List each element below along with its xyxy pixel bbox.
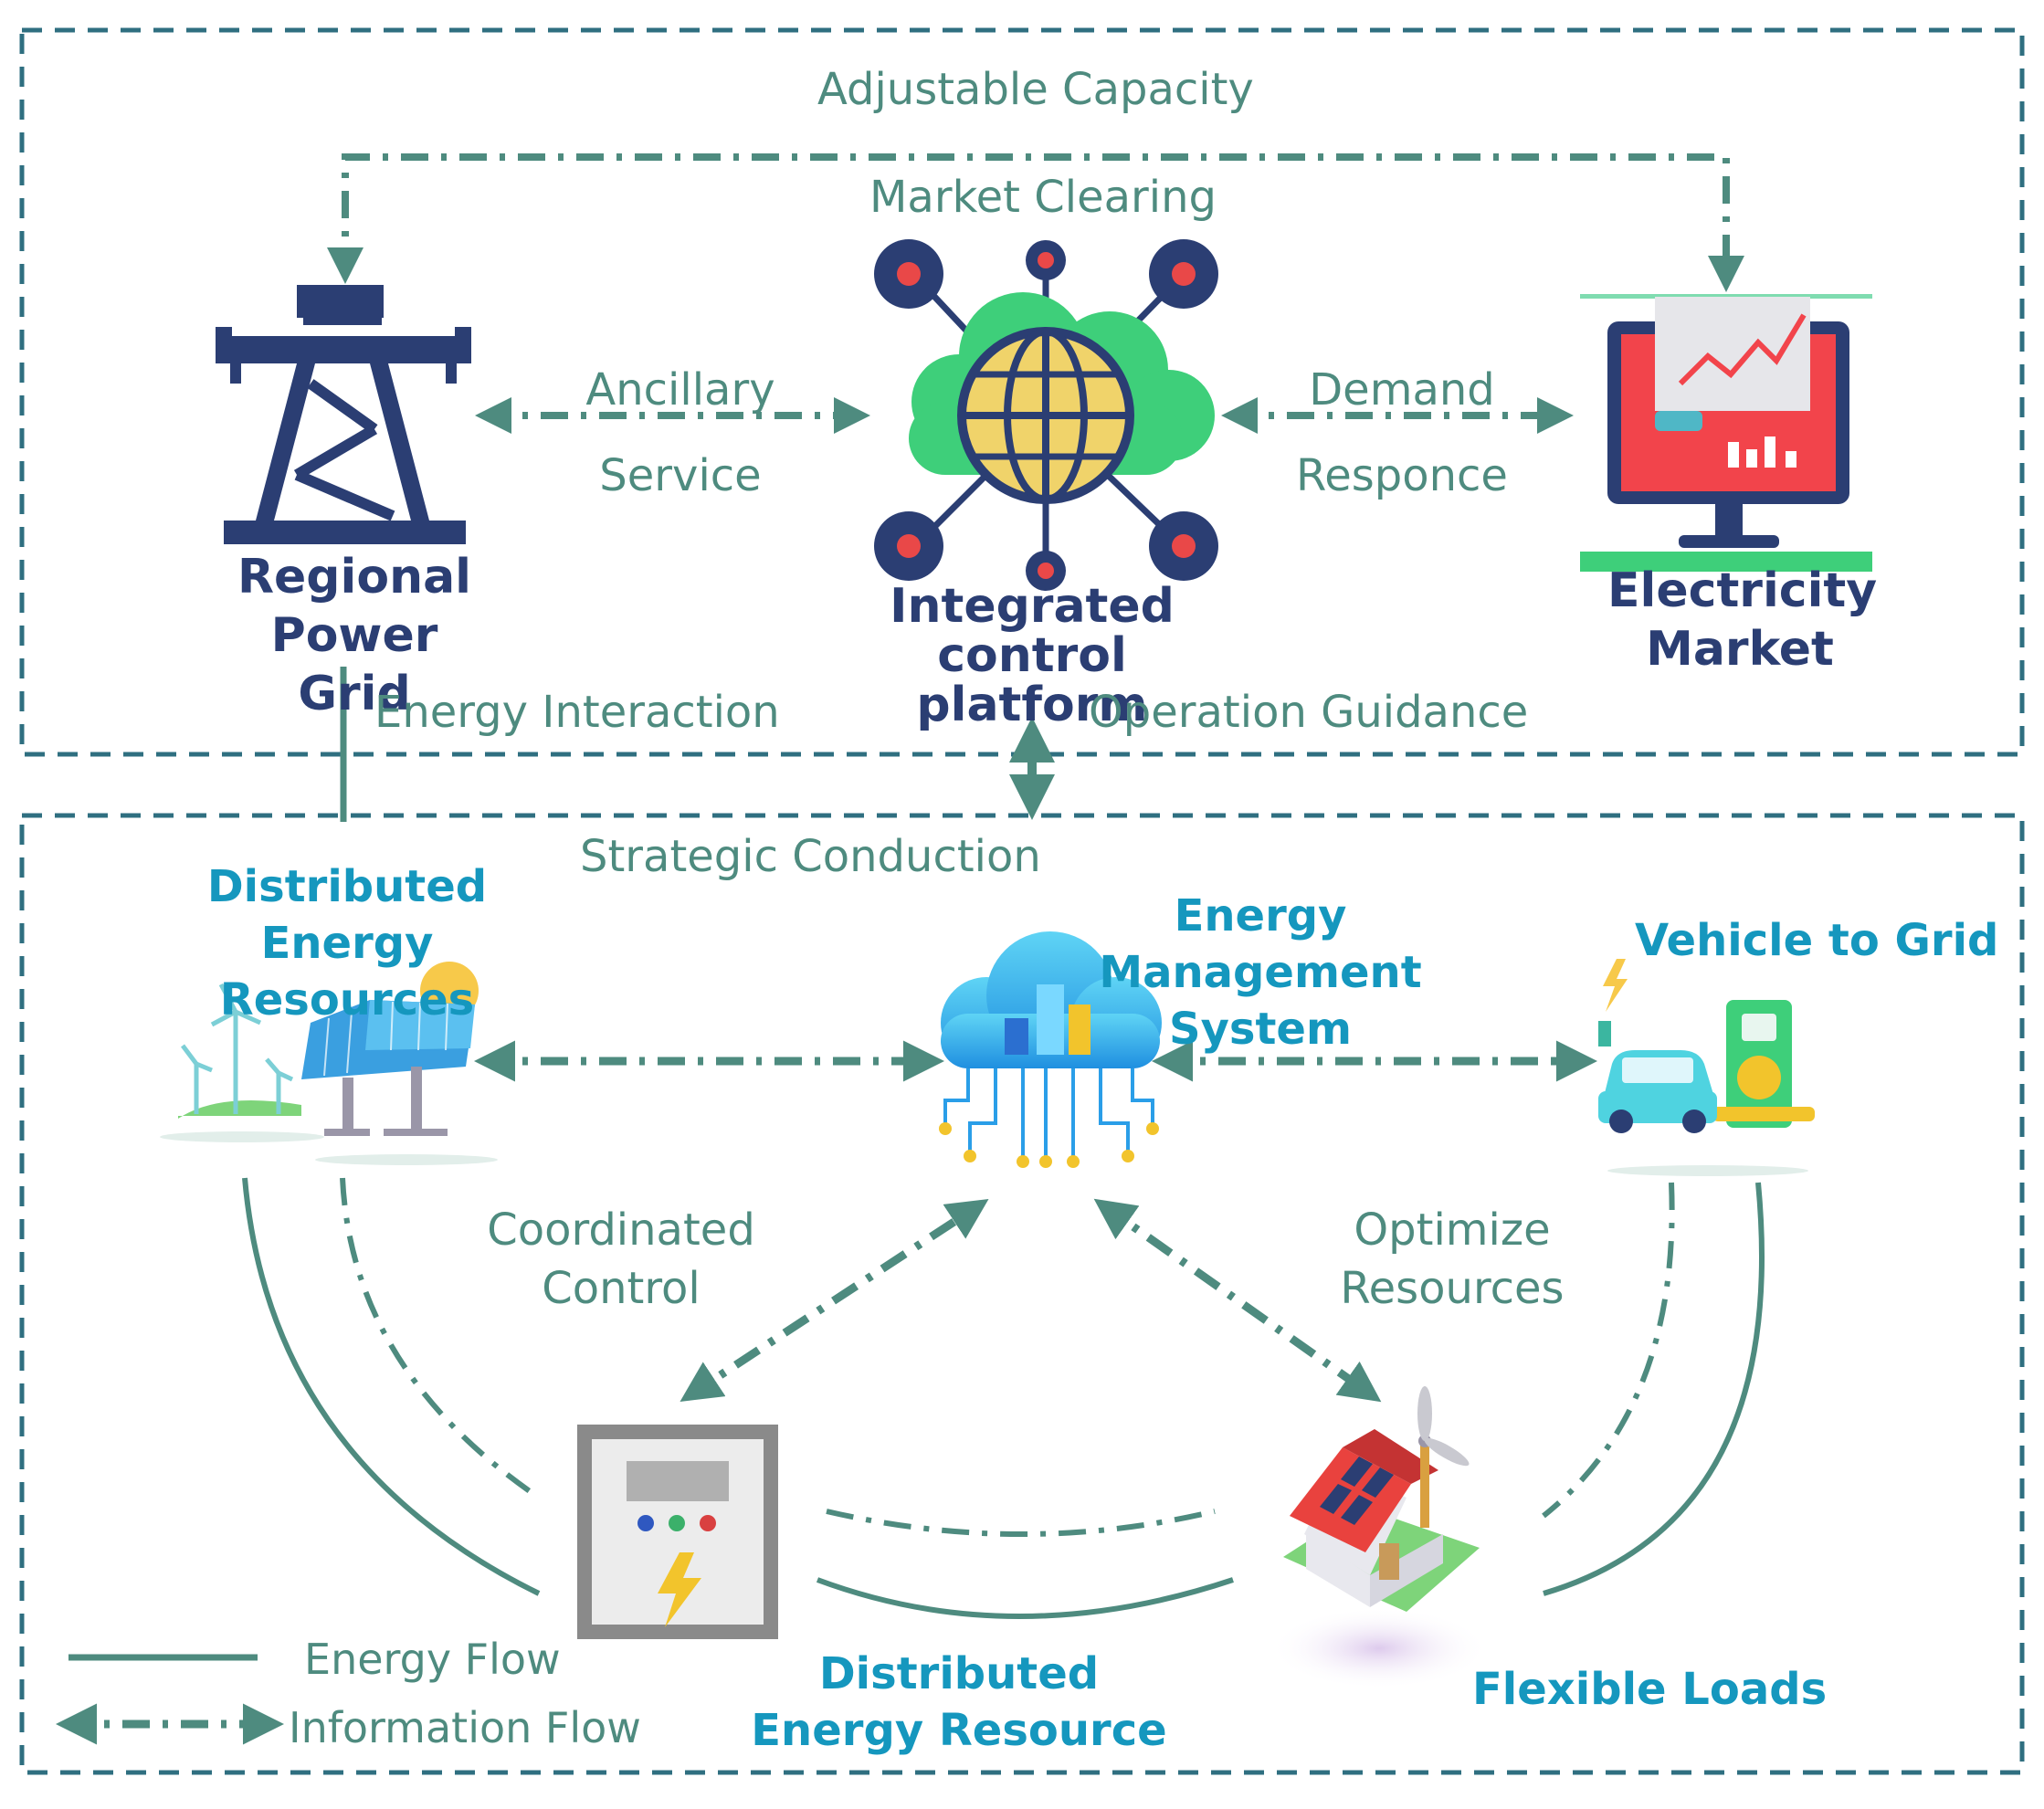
v2g-info-flow-curve <box>1542 1182 1675 1519</box>
coordinated-control-arrow <box>680 1199 989 1402</box>
distributed-energy-resources-label: Distributed Energy Resources <box>206 861 488 1025</box>
wind-solar-icon <box>160 962 498 1165</box>
meter-house-info-curve <box>826 1509 1216 1537</box>
v2g-energy-flow-curve <box>1543 1182 1765 1596</box>
smart-house-icon <box>1270 1386 1489 1689</box>
energy-management-system-label: Energy Management System <box>1099 890 1422 1055</box>
electricity-market-label: Electricity Market <box>1607 563 1878 677</box>
integrated-control-platform-icon <box>874 239 1218 591</box>
energy-interaction-label: Energy Interaction <box>374 687 780 738</box>
ancillary-service-label: Ancillary Service <box>585 364 775 501</box>
network-node-icons <box>874 239 1218 591</box>
der-energy-flow-curve <box>242 1177 541 1596</box>
strategic-conduction-label: Strategic Conduction <box>580 831 1041 882</box>
power-tower-icon <box>216 285 471 544</box>
energy-management-cloud-icon <box>939 931 1162 1168</box>
vehicle-to-grid-label: Vehicle to Grid <box>1635 915 1999 966</box>
demand-responce-label: Demand Responce <box>1296 364 1508 501</box>
energy-meter-box-icon <box>577 1425 778 1639</box>
meter-house-energy-curve <box>816 1577 1234 1619</box>
legend-energy-flow-label: Energy Flow <box>304 1635 561 1684</box>
adjustable-capacity-arrow <box>327 153 1744 292</box>
flexible-loads-label: Flexible Loads <box>1472 1664 1828 1715</box>
distributed-energy-resource-label: Distributed Energy Resource <box>751 1648 1167 1756</box>
ev-charging-icon <box>1598 959 1815 1176</box>
adjustable-capacity-label: Adjustable Capacity <box>817 64 1254 115</box>
integrated-control-platform-label: Integrated control platform <box>890 579 1175 732</box>
coordinated-control-label: Coordinated Control <box>487 1204 755 1314</box>
regional-power-grid-label: Regional Power Grid <box>237 550 471 721</box>
der-info-flow-curve <box>340 1177 541 1500</box>
operation-guidance-label: Operation Guidance <box>1089 687 1529 738</box>
electricity-market-monitor-icon <box>1580 294 1872 572</box>
optimize-resources-label: Optimize Resources <box>1340 1204 1565 1314</box>
legend-information-flow-label: Information Flow <box>289 1703 641 1752</box>
market-clearing-label: Market Clearing <box>869 172 1217 223</box>
